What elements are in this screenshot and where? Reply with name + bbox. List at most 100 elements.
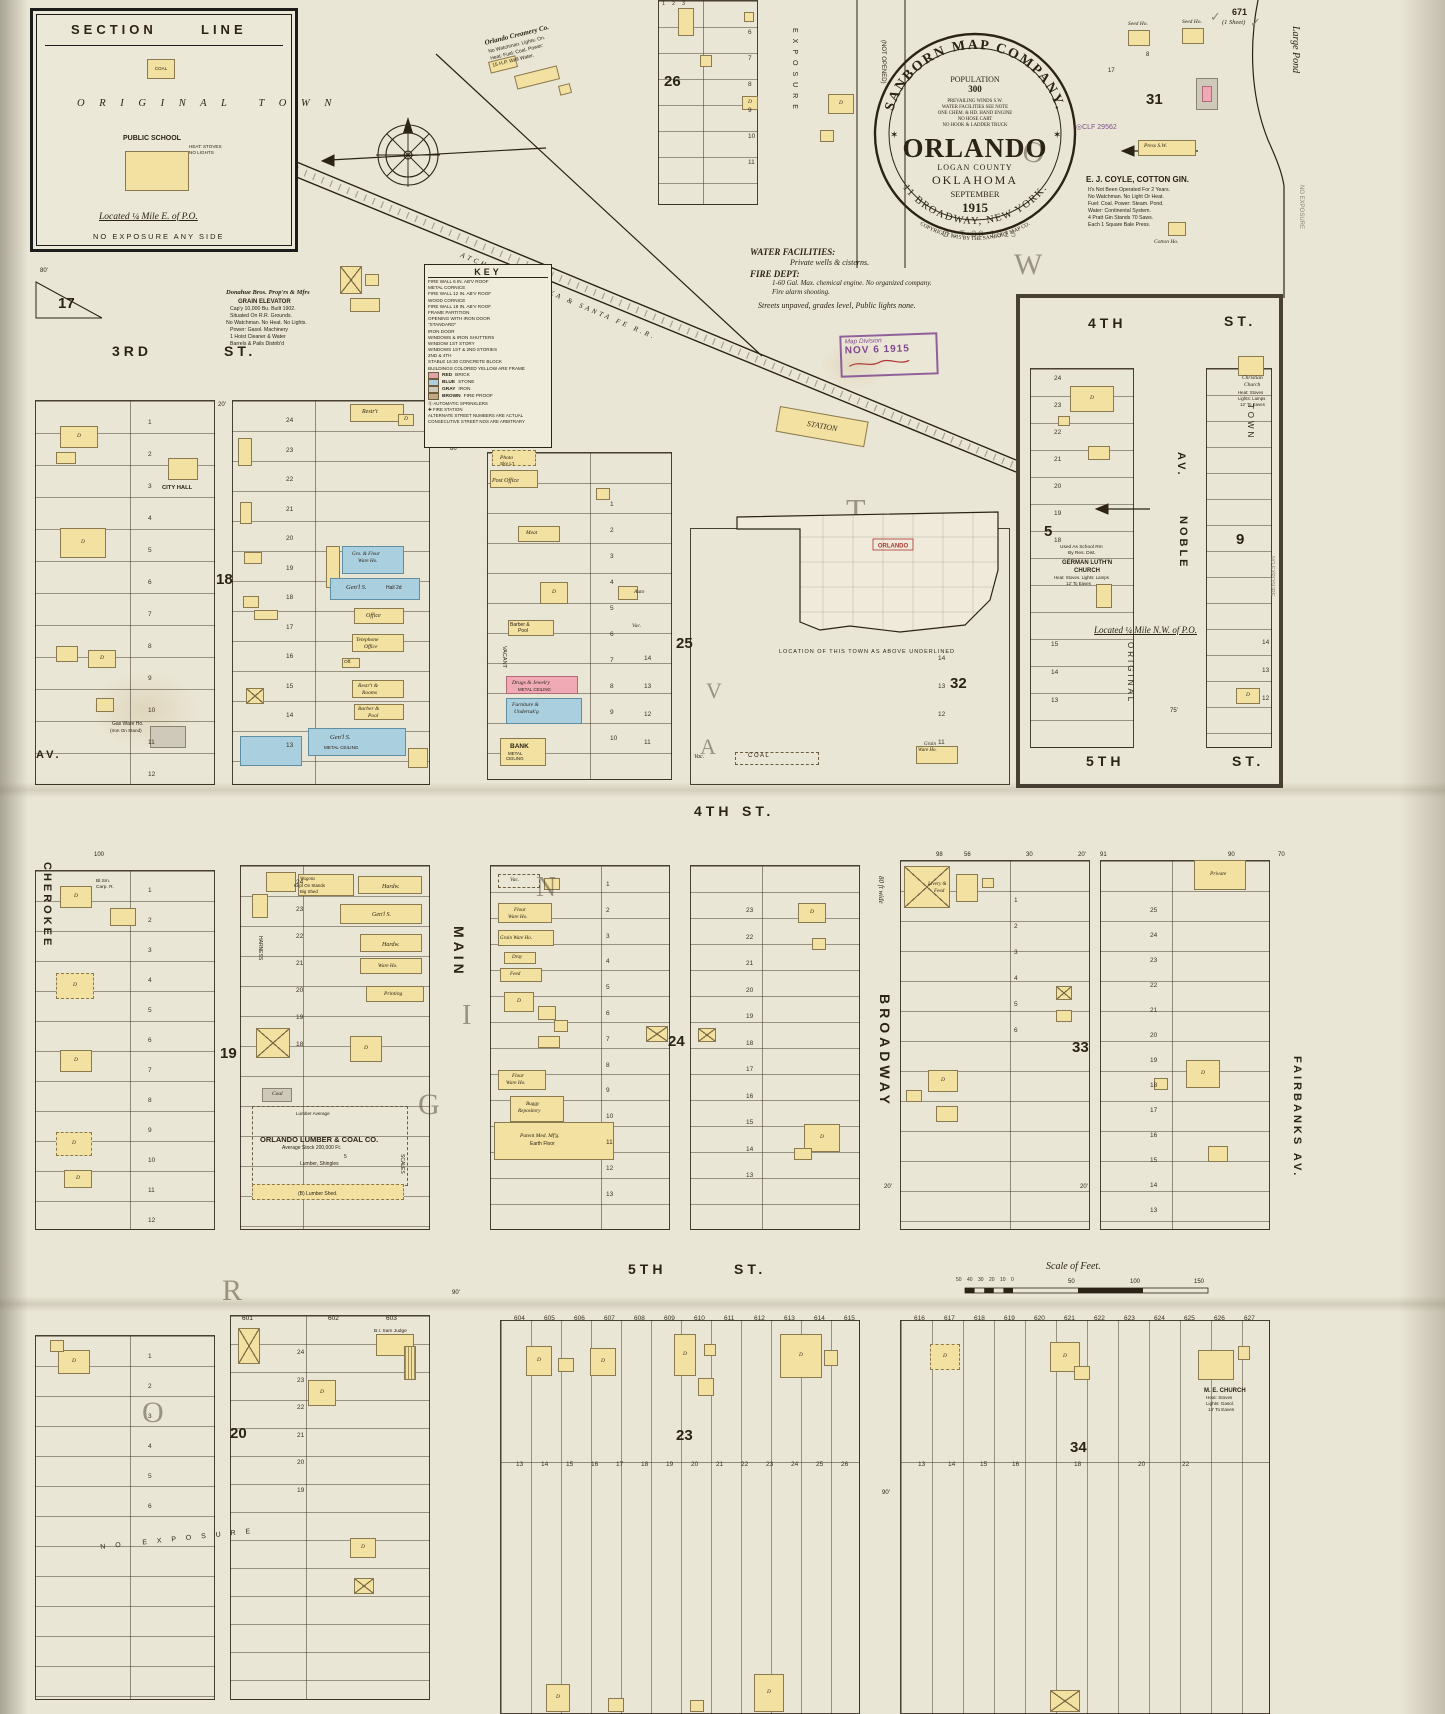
lot-number: 2 [148, 917, 152, 924]
lot-number: 3 [606, 932, 610, 940]
seal-year: 1915 [962, 200, 989, 215]
line-label: LINE [201, 22, 247, 37]
map-text: Ware Ho. [508, 914, 528, 920]
building [243, 596, 259, 608]
map-text: 18 [216, 571, 233, 588]
lot-number: 13 [1051, 697, 1059, 704]
map-text: 20 [230, 1425, 247, 1442]
map-text: Photo [500, 455, 514, 461]
building: D [58, 1350, 90, 1374]
building [498, 874, 540, 888]
map-text: 98 [936, 852, 943, 858]
map-text: Ware Ho. [378, 963, 398, 969]
building: D [60, 426, 98, 448]
map-text: N [536, 872, 557, 903]
map-text: CEILING [506, 756, 524, 761]
block-outline [690, 865, 860, 1230]
map-text: 601 [242, 1315, 253, 1322]
key-row: "STANDARD" [428, 322, 457, 328]
lot-number: 19 [746, 1013, 754, 1020]
map-line [249, 157, 1017, 473]
lot-number: 19 [1054, 510, 1062, 517]
lot-number: 9 [748, 107, 752, 114]
lot-divider [303, 866, 305, 1229]
map-text: 20' [1078, 852, 1086, 858]
key-footnote: CONSECUTIVE STREET NOS ARE ARBITRARY [428, 419, 525, 425]
lot-number: 21 [297, 1431, 305, 1439]
map-shape [320, 154, 335, 167]
map-text: Livery & [928, 881, 947, 887]
map-text: Seed Ho. [1182, 19, 1202, 25]
lot-number: 2 [148, 1383, 152, 1390]
map-text: 150 [1194, 1279, 1205, 1285]
block-outline [900, 860, 1090, 1230]
building [698, 1378, 714, 1396]
key-row: FIRE WALL 18 IN. AB'V ROOF [428, 303, 492, 309]
lot-number: 20 [286, 535, 294, 542]
building [1056, 986, 1072, 1000]
lot-number: 7 [748, 55, 752, 62]
building: D [828, 94, 854, 114]
building [365, 274, 379, 286]
map-text: ✓ [1250, 15, 1261, 30]
coal-shed: COAL [147, 59, 175, 79]
lot-number: 11 [748, 159, 755, 166]
map-text: No Watchman. No Light Or Heat. [1088, 194, 1164, 200]
building [262, 1088, 292, 1102]
lot-number: 605 [544, 1315, 555, 1322]
seal-note-3: ONE CHEM. & HD. HAND ENGINE [938, 111, 1013, 116]
building: D [64, 1170, 92, 1188]
lot-number: 9 [148, 675, 152, 682]
building [494, 1122, 614, 1160]
lot-number: 6 [606, 1010, 610, 1017]
building [354, 608, 404, 624]
lot-number: 10 [148, 1157, 156, 1164]
key-row: OPENING WITH IRON DOOR [428, 316, 491, 322]
lot-divider [501, 1462, 859, 1464]
lot-number: 626 [1214, 1315, 1225, 1322]
map-text: 4TH [1088, 315, 1127, 331]
lot-number: 14 [541, 1461, 549, 1468]
map-text: ST. [1224, 313, 1257, 329]
building [1238, 1346, 1250, 1360]
lot-number: 21 [296, 960, 304, 967]
lot-number: 18 [296, 1041, 304, 1048]
lot-number: 613 [784, 1315, 795, 1322]
lot-number: 7 [606, 1035, 610, 1043]
block-outline [487, 452, 672, 780]
block-outline [230, 1315, 430, 1700]
lot-number: 10 [610, 735, 618, 742]
lot-number: 14 [1051, 669, 1059, 676]
building: D [56, 1132, 92, 1156]
lot-number: 19 [286, 564, 294, 572]
lot-number: 11 [148, 739, 155, 746]
map-text: Undertak'g [514, 709, 539, 715]
map-text: METAL CEILING [518, 687, 551, 692]
lot-number: 13 [938, 683, 946, 690]
map-text: 12' To Eaves [1066, 581, 1091, 586]
building [554, 1020, 568, 1032]
lot-number: 622 [1094, 1315, 1105, 1322]
block-outline [900, 1320, 1270, 1714]
map-text: 25 [676, 635, 693, 652]
building [366, 986, 424, 1002]
map-text: B.I. Sam Judge [374, 1329, 407, 1334]
map-text: FAIRBANKS AV. [1291, 1056, 1303, 1179]
building [506, 676, 578, 694]
lot-number: 6 [148, 1037, 152, 1044]
map-text: BANK [510, 743, 529, 750]
map-text: 31 [1146, 91, 1163, 108]
lot-number: 11 [644, 739, 651, 746]
lot-number: 607 [604, 1315, 615, 1322]
building [1088, 446, 1110, 460]
map-text: Vac. [510, 877, 520, 883]
key-row: WOOD CORNICE [428, 297, 466, 303]
map-text: Vac. [632, 623, 642, 629]
building [514, 65, 561, 90]
key-color-name: BROWN [442, 394, 461, 400]
building: D [60, 886, 92, 908]
seal-population-value: 300 [968, 84, 982, 94]
map-text: 4 Pratt Gin Stands 70 Saws. [1088, 215, 1154, 221]
lot-number: 19 [296, 1014, 304, 1021]
